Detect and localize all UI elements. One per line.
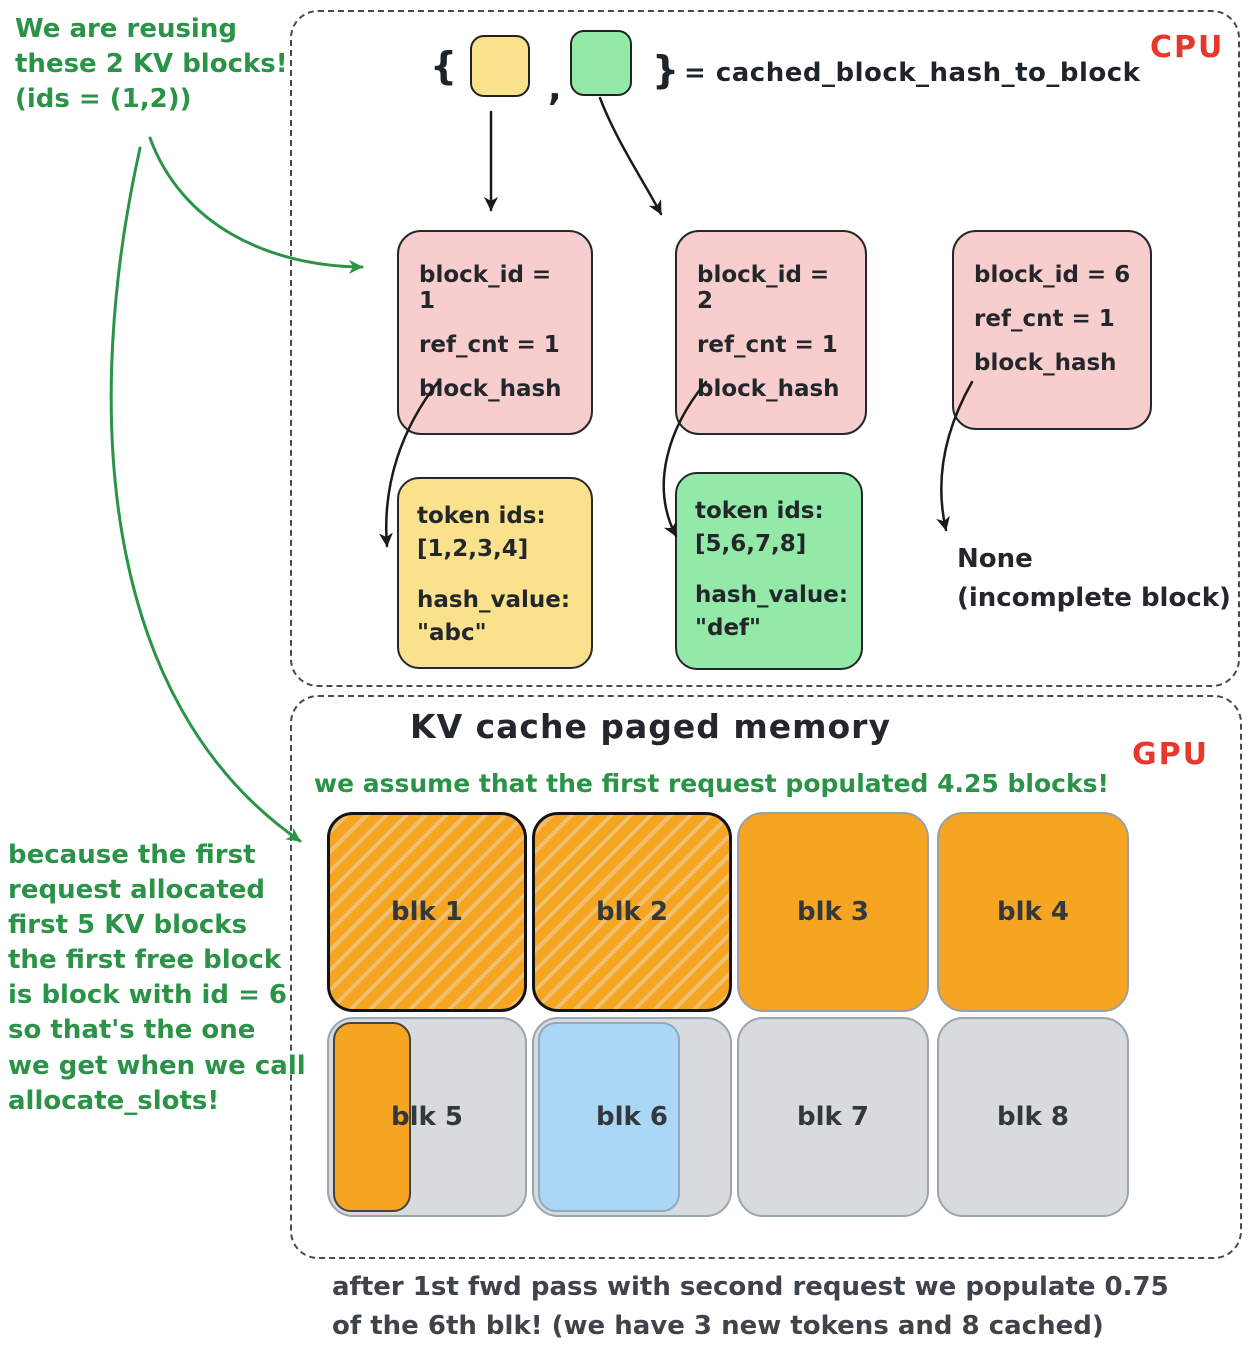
mem-block-2: blk 2 — [532, 812, 732, 1012]
token-hash-block-1: token ids: [1,2,3,4] hash_value: "abc" — [397, 477, 593, 669]
gpu-label: GPU — [1132, 737, 1209, 772]
ref-cnt-line: ref_cnt = 1 — [974, 306, 1115, 332]
footer-note: after 1st fwd pass with second request w… — [332, 1272, 1169, 1341]
token-ids-value: [5,6,7,8] — [695, 531, 807, 557]
block-id-line: block_id = 2 — [697, 262, 830, 314]
block-id-line: block_id = 1 — [419, 262, 552, 314]
hash-value-label: hash_value: — [695, 582, 849, 608]
hash-value-label: hash_value: — [417, 587, 571, 613]
cpu-panel: CPU { , } = cached_block_hash_to_block b… — [290, 10, 1240, 687]
mem-block-label: blk 4 — [997, 897, 1069, 927]
block-hash-line: block_hash — [974, 350, 1117, 376]
mem-block-5-filled-strip — [333, 1022, 411, 1212]
mem-block-label: blk 6 — [596, 1102, 668, 1132]
kv-block-meta-6: block_id = 6 ref_cnt = 1 block_hash — [952, 230, 1152, 430]
mem-block-3: blk 3 — [737, 812, 929, 1012]
none-incomplete-note: None (incomplete block) — [957, 544, 1231, 613]
block-hash-line: block_hash — [697, 376, 840, 402]
green-hash-chip — [570, 30, 632, 96]
mem-block-8: blk 8 — [937, 1017, 1129, 1217]
token-ids-label: token ids: — [417, 503, 546, 529]
arrow-reuse-note-to-mem-block1 — [109, 146, 302, 843]
token-ids-value: [1,2,3,4] — [417, 536, 529, 562]
mem-block-7: blk 7 — [737, 1017, 929, 1217]
dict-open-brace: { — [430, 44, 458, 88]
ref-cnt-line: ref_cnt = 1 — [697, 332, 838, 358]
reuse-note: We are reusing these 2 KV blocks! (ids =… — [15, 14, 288, 115]
mem-block-label: blk 5 — [391, 1102, 463, 1132]
block-hash-line: block_hash — [419, 376, 562, 402]
allocate-note: because the first request allocated firs… — [8, 840, 306, 1116]
yellow-hash-chip — [470, 35, 530, 97]
mem-block-6-filled-strip — [538, 1022, 680, 1212]
token-hash-block-2: token ids: [5,6,7,8] hash_value: "def" — [675, 472, 863, 670]
dict-name-label: = cached_block_hash_to_block — [684, 58, 1141, 88]
mem-block-label: blk 7 — [797, 1102, 869, 1132]
mem-block-5: blk 5 — [327, 1017, 527, 1217]
hash-value: "def" — [695, 615, 762, 641]
kv-block-meta-2: block_id = 2 ref_cnt = 1 block_hash — [675, 230, 867, 435]
gpu-assumption-note: we assume that the first request populat… — [314, 769, 1109, 798]
mem-block-4: blk 4 — [937, 812, 1129, 1012]
cpu-label: CPU — [1150, 30, 1225, 65]
ref-cnt-line: ref_cnt = 1 — [419, 332, 560, 358]
mem-block-6: blk 6 — [532, 1017, 732, 1217]
gpu-panel-title: KV cache paged memory — [410, 707, 891, 746]
mem-block-label: blk 2 — [596, 897, 668, 927]
kv-block-meta-1: block_id = 1 ref_cnt = 1 block_hash — [397, 230, 593, 435]
gpu-panel: KV cache paged memory GPU we assume that… — [290, 695, 1242, 1259]
mem-block-label: blk 3 — [797, 897, 869, 927]
block-id-line: block_id = 6 — [974, 262, 1131, 288]
mem-block-1: blk 1 — [327, 812, 527, 1012]
mem-block-label: blk 8 — [997, 1102, 1069, 1132]
mem-block-label: blk 1 — [391, 897, 463, 927]
dict-close-brace: } — [652, 48, 680, 92]
hash-value: "abc" — [417, 620, 487, 646]
token-ids-label: token ids: — [695, 498, 824, 524]
dict-comma: , — [548, 68, 562, 109]
